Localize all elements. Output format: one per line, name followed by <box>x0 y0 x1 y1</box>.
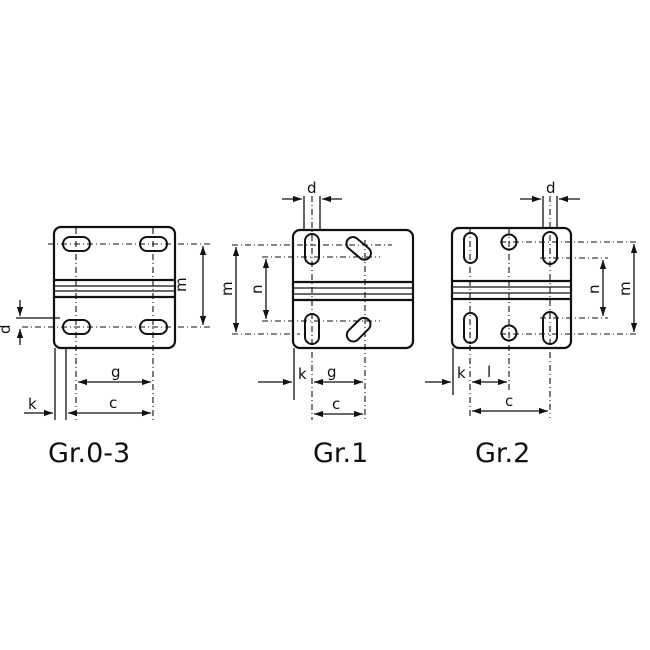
dimension-label-k: k <box>28 395 37 413</box>
dimension-label-m: m <box>172 277 190 292</box>
dimension-label-m: m <box>218 281 236 296</box>
figure-caption: Gr.0-3 <box>48 438 130 469</box>
dimension-label-c: c <box>505 392 513 410</box>
dimension-label-g: g <box>327 363 337 381</box>
hinge-plate <box>450 226 573 350</box>
knuckle-band <box>452 279 571 301</box>
centre-lines <box>469 196 638 418</box>
figure-caption: Gr.1 <box>313 438 368 469</box>
centre-lines <box>22 228 212 420</box>
dimension-label-d: d <box>546 179 556 197</box>
dimension-label-g: g <box>111 363 121 381</box>
dimension-lines <box>232 195 363 418</box>
slot-holes <box>304 233 372 345</box>
dimension-label-k: k <box>457 364 466 382</box>
figure-caption: Gr.2 <box>475 438 530 469</box>
dimension-label-m: m <box>616 281 634 296</box>
knuckle-band <box>293 280 413 302</box>
slot-holes <box>463 231 558 345</box>
figure-gr-2: d n m k l c Gr.2 <box>425 179 638 469</box>
figure-gr-1: d m n k g c Gr.1 <box>218 179 415 469</box>
dimension-label-c: c <box>332 395 340 413</box>
dimension-lines <box>16 246 207 420</box>
dimension-label-k: k <box>298 365 307 383</box>
dimension-lines <box>425 195 638 415</box>
knuckle-band <box>54 278 175 299</box>
dimension-label-c: c <box>109 394 117 412</box>
hinge-plate <box>52 225 177 350</box>
dimension-label-d: d <box>0 324 14 334</box>
dimension-label-n: n <box>585 284 603 294</box>
dimension-label-d: d <box>307 179 317 197</box>
hinge-plate <box>291 228 415 350</box>
figure-gr-0-3: d m g k c Gr.0-3 <box>0 225 212 469</box>
dimension-label-l: l <box>487 363 491 381</box>
centre-lines <box>232 196 392 420</box>
dimension-label-n: n <box>248 284 266 294</box>
